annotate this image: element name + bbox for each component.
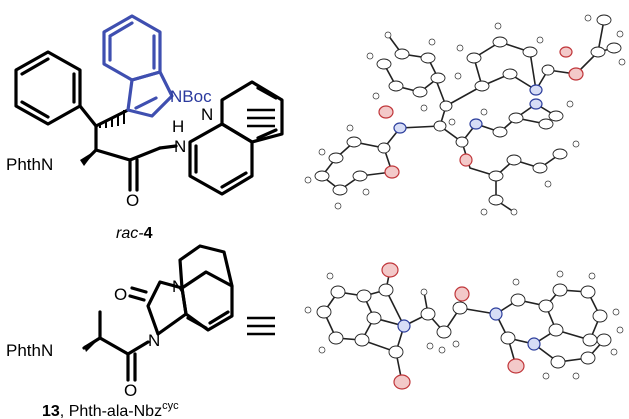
quinoline-ring bbox=[158, 80, 284, 196]
backbone-chain bbox=[80, 108, 162, 192]
equivalence-sign-bottom bbox=[247, 316, 275, 336]
hashed-wedge bbox=[99, 110, 125, 128]
structure-rac-4: NBoc N PhthN H N O rac-4 bbox=[6, 14, 284, 242]
ortep-hydrogens-bottom bbox=[304, 270, 624, 380]
caption-13: 13, Phth-ala-Nbzcyc bbox=[42, 400, 179, 419]
crystal-structure-bottom bbox=[304, 262, 624, 390]
nboc-label: NBoc bbox=[170, 87, 212, 106]
carbonyl-o-label-13: O bbox=[124, 381, 137, 400]
ring-n-label: N bbox=[172, 277, 184, 296]
caption-rac-4: rac-4 bbox=[116, 225, 153, 242]
nbz-cyc-core bbox=[128, 244, 234, 336]
bold-wedge-ala bbox=[84, 338, 100, 352]
amide-n-label: N bbox=[174, 137, 186, 156]
phenyl-ring bbox=[14, 50, 98, 128]
quinoline-n-label: N bbox=[201, 105, 213, 124]
phthn-label-13: PhthN bbox=[6, 341, 53, 360]
carbonyl-o-label: O bbox=[126, 191, 139, 210]
urea-o-label: O bbox=[114, 285, 127, 304]
bold-wedge bbox=[80, 150, 96, 166]
indole-boc bbox=[102, 14, 174, 118]
amide-n-label-13: N bbox=[148, 331, 160, 350]
ortep-heavy-atoms-bottom bbox=[316, 262, 612, 390]
alanine-chain bbox=[82, 310, 150, 382]
ortep-heavy-atoms bbox=[314, 14, 622, 206]
amide-h-label: H bbox=[172, 117, 184, 136]
phthn-label: PhthN bbox=[6, 155, 53, 174]
structure-13: O N N PhthN O 13, Phth-ala-Nbzcyc bbox=[6, 244, 234, 419]
equivalence-sign-top bbox=[247, 108, 275, 128]
ortep-hydrogens bbox=[304, 14, 626, 216]
crystal-structure-top bbox=[304, 14, 626, 216]
